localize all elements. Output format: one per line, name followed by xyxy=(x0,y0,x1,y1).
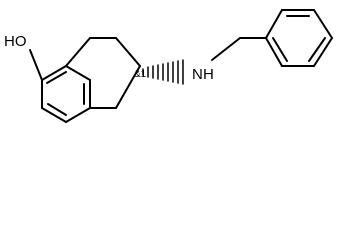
hydroxyl-label: HO xyxy=(4,33,27,50)
double-bond-c2-c3 xyxy=(47,103,67,116)
amine-h-label: H xyxy=(203,66,214,83)
double-bond-p4-p5 xyxy=(308,37,326,62)
bond-c8a-c8 xyxy=(65,37,91,67)
hashed-wedge-bond xyxy=(142,59,184,85)
amine-n-label: N xyxy=(192,66,203,83)
bond-p1-p2 xyxy=(265,9,283,39)
bond-c4a-c8a xyxy=(65,65,91,81)
bond-c8a-c1 xyxy=(41,65,67,81)
bond-p3-p4 xyxy=(313,9,333,39)
bond-c7-c6 xyxy=(115,37,141,67)
saturated-ring xyxy=(65,37,141,109)
structure-diagram: HO &1 N H xyxy=(4,9,333,123)
bond-p4-p5 xyxy=(313,37,333,67)
double-bond-c1-c8a xyxy=(46,71,67,84)
stereo-descriptor-label: &1 xyxy=(134,69,147,80)
bond-p6-p1 xyxy=(265,37,283,67)
double-bond-p6-p1 xyxy=(272,37,288,62)
bond-c3-c4 xyxy=(65,107,91,123)
phenyl-ring xyxy=(265,9,333,67)
bond-c2-c3 xyxy=(41,107,67,123)
bond-n-ch2 xyxy=(211,37,241,61)
aromatic-ring-left xyxy=(41,65,91,123)
bond-c6-c5 xyxy=(115,65,141,109)
bond-c1-oh xyxy=(29,49,43,81)
